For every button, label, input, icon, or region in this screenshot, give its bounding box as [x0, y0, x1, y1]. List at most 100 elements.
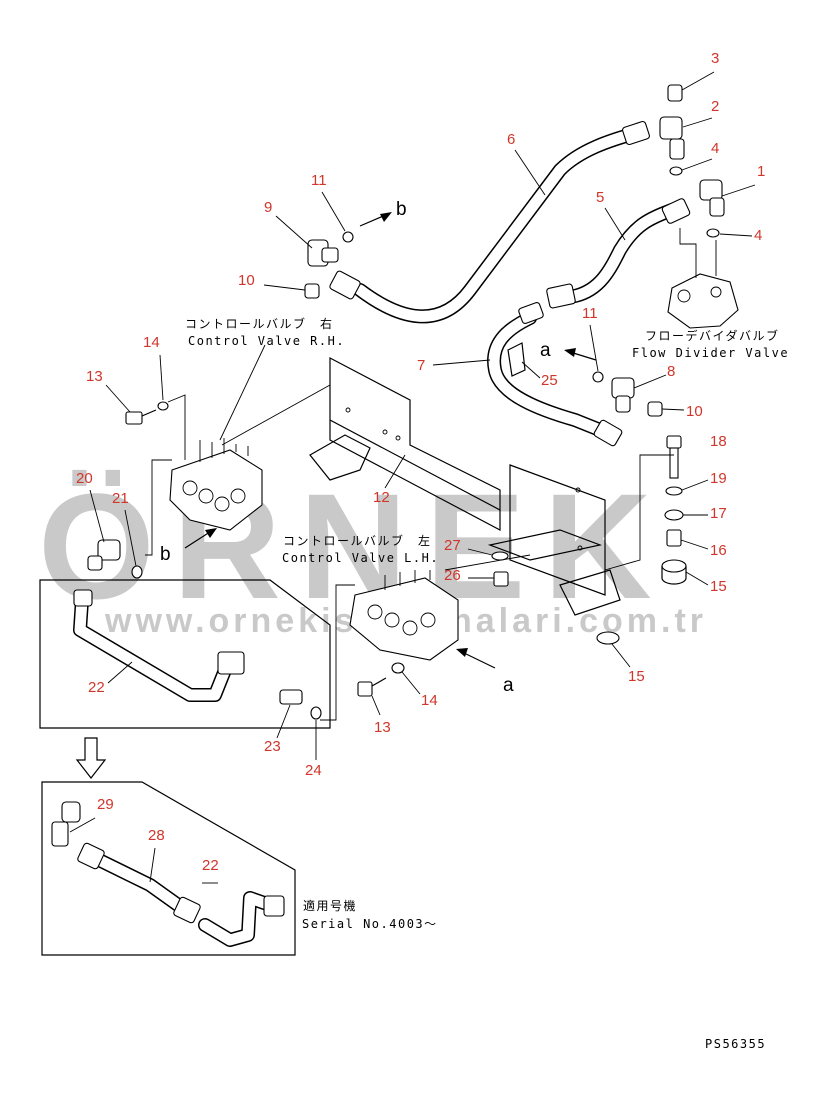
- leader-rh: [219, 344, 266, 441]
- flow-divider-jp: フローデバイダバルブ: [645, 328, 780, 343]
- callout-15-upper: 15: [710, 578, 727, 595]
- callout-22-lower: 22: [202, 857, 219, 874]
- callout-19: 19: [710, 470, 727, 487]
- watermark-logo: ÖRNEK: [38, 462, 670, 630]
- callout-3: 3: [711, 50, 719, 67]
- view-arrow-a-lower: a: [456, 648, 514, 696]
- fitting-9: [307, 239, 339, 267]
- o-ring-4-upper: [669, 166, 683, 176]
- callout-14-upper: 14: [143, 334, 160, 351]
- down-arrow-icon: [75, 737, 107, 779]
- callout-18: 18: [710, 433, 727, 450]
- tube-22: [73, 589, 245, 702]
- callout-7: 7: [417, 357, 425, 374]
- svg-text:b: b: [160, 544, 171, 565]
- fitting-8: [611, 377, 635, 413]
- tube-7: [487, 302, 623, 447]
- callouts: 3 2 4 1 6 5 4 11 9 10 11 7 25 8 10 14 13: [69, 50, 765, 883]
- control-valve-lh-en: Control Valve L.H.: [282, 551, 439, 565]
- callout-4-upper: 4: [711, 140, 719, 157]
- callout-16: 16: [710, 542, 727, 559]
- connector-23: [279, 689, 303, 705]
- callout-1: 1: [757, 163, 765, 180]
- elbow-20: [87, 539, 121, 571]
- o-ring-24: [310, 706, 322, 720]
- control-valve-lh-jp: コントロールバルブ 左: [283, 533, 432, 548]
- flow-divider-en: Flow Divider Valve: [632, 346, 789, 360]
- washer-14-lower: [391, 662, 405, 674]
- leader-rh-plate: [221, 384, 331, 446]
- o-ring-11-lower: [592, 371, 604, 383]
- callout-28: 28: [148, 827, 165, 844]
- fitting-1: [699, 179, 725, 217]
- washer-27: [491, 551, 509, 561]
- callout-2: 2: [711, 98, 719, 115]
- callout-27: 27: [444, 537, 461, 554]
- hose-5: [546, 198, 691, 309]
- callout-20: 20: [76, 470, 93, 487]
- bolt-13-upper: [125, 409, 157, 425]
- washer-19: [665, 486, 683, 496]
- view-arrow-a-top: a: [540, 340, 597, 361]
- callout-11-upper: 11: [311, 172, 327, 189]
- elbow-29: [51, 801, 81, 847]
- plug-10-lower: [647, 401, 663, 417]
- callout-4-lower: 4: [754, 227, 762, 244]
- control-valve-rh-en: Control Valve R.H.: [188, 334, 345, 348]
- o-ring-4-lower: [706, 228, 720, 238]
- serial-box: [41, 781, 296, 956]
- callout-13-upper: 13: [86, 368, 103, 385]
- bolt-18: [666, 435, 682, 479]
- callout-15-lower: 15: [628, 668, 645, 685]
- callout-13-lower: 13: [374, 719, 391, 736]
- callout-14-lower: 14: [421, 692, 438, 709]
- callout-24: 24: [305, 762, 322, 779]
- mount-15-upper: [661, 559, 687, 585]
- hose-28: [77, 842, 201, 924]
- svg-text:a: a: [540, 340, 551, 361]
- callout-22-upper: 22: [88, 679, 105, 696]
- flow-divider-valve: [667, 228, 739, 329]
- svg-text:a: a: [503, 675, 514, 696]
- plug-3: [667, 84, 683, 102]
- collar-16: [666, 529, 682, 547]
- stand-bracket: [487, 464, 621, 616]
- callout-9: 9: [264, 199, 272, 216]
- callout-23: 23: [264, 738, 281, 755]
- control-valve-rh-jp: コントロールバルブ 右: [185, 316, 334, 331]
- callout-12: 12: [373, 489, 390, 506]
- fitting-2: [659, 116, 685, 160]
- mount-15-lower: [596, 631, 620, 645]
- tube-22-alt: [198, 891, 285, 947]
- serial-en: Serial No.4003～: [302, 917, 438, 931]
- callout-8: 8: [667, 363, 675, 380]
- callout-5: 5: [596, 189, 604, 206]
- callout-10-upper: 10: [238, 272, 255, 289]
- svg-text:b: b: [396, 199, 407, 220]
- callout-25: 25: [541, 372, 558, 389]
- bolt-13-lower: [357, 677, 387, 697]
- callout-11-lower: 11: [582, 305, 598, 322]
- nut-26: [493, 571, 509, 587]
- callout-29: 29: [97, 796, 114, 813]
- o-ring-21: [131, 565, 143, 579]
- serial-jp: 適用号機: [303, 898, 357, 913]
- control-valve-lh: [349, 570, 459, 661]
- o-ring-11-upper: [342, 231, 354, 243]
- bracket-12: [309, 357, 501, 531]
- callout-17: 17: [710, 505, 727, 522]
- washer-17: [664, 509, 684, 521]
- drawing-code: PS56355: [705, 1037, 766, 1051]
- view-arrow-b-top: b: [359, 199, 407, 227]
- control-valve-rh: [169, 438, 263, 531]
- tube-assembly-box: [39, 579, 331, 729]
- callout-26: 26: [444, 567, 461, 584]
- view-arrow-b-lower: b: [160, 528, 217, 565]
- plug-10-upper: [304, 283, 320, 299]
- callout-6: 6: [507, 131, 515, 148]
- washer-14-upper: [157, 401, 169, 411]
- leader-lh: [444, 554, 531, 571]
- callout-10-lower: 10: [686, 403, 703, 420]
- hose-6: [329, 120, 650, 324]
